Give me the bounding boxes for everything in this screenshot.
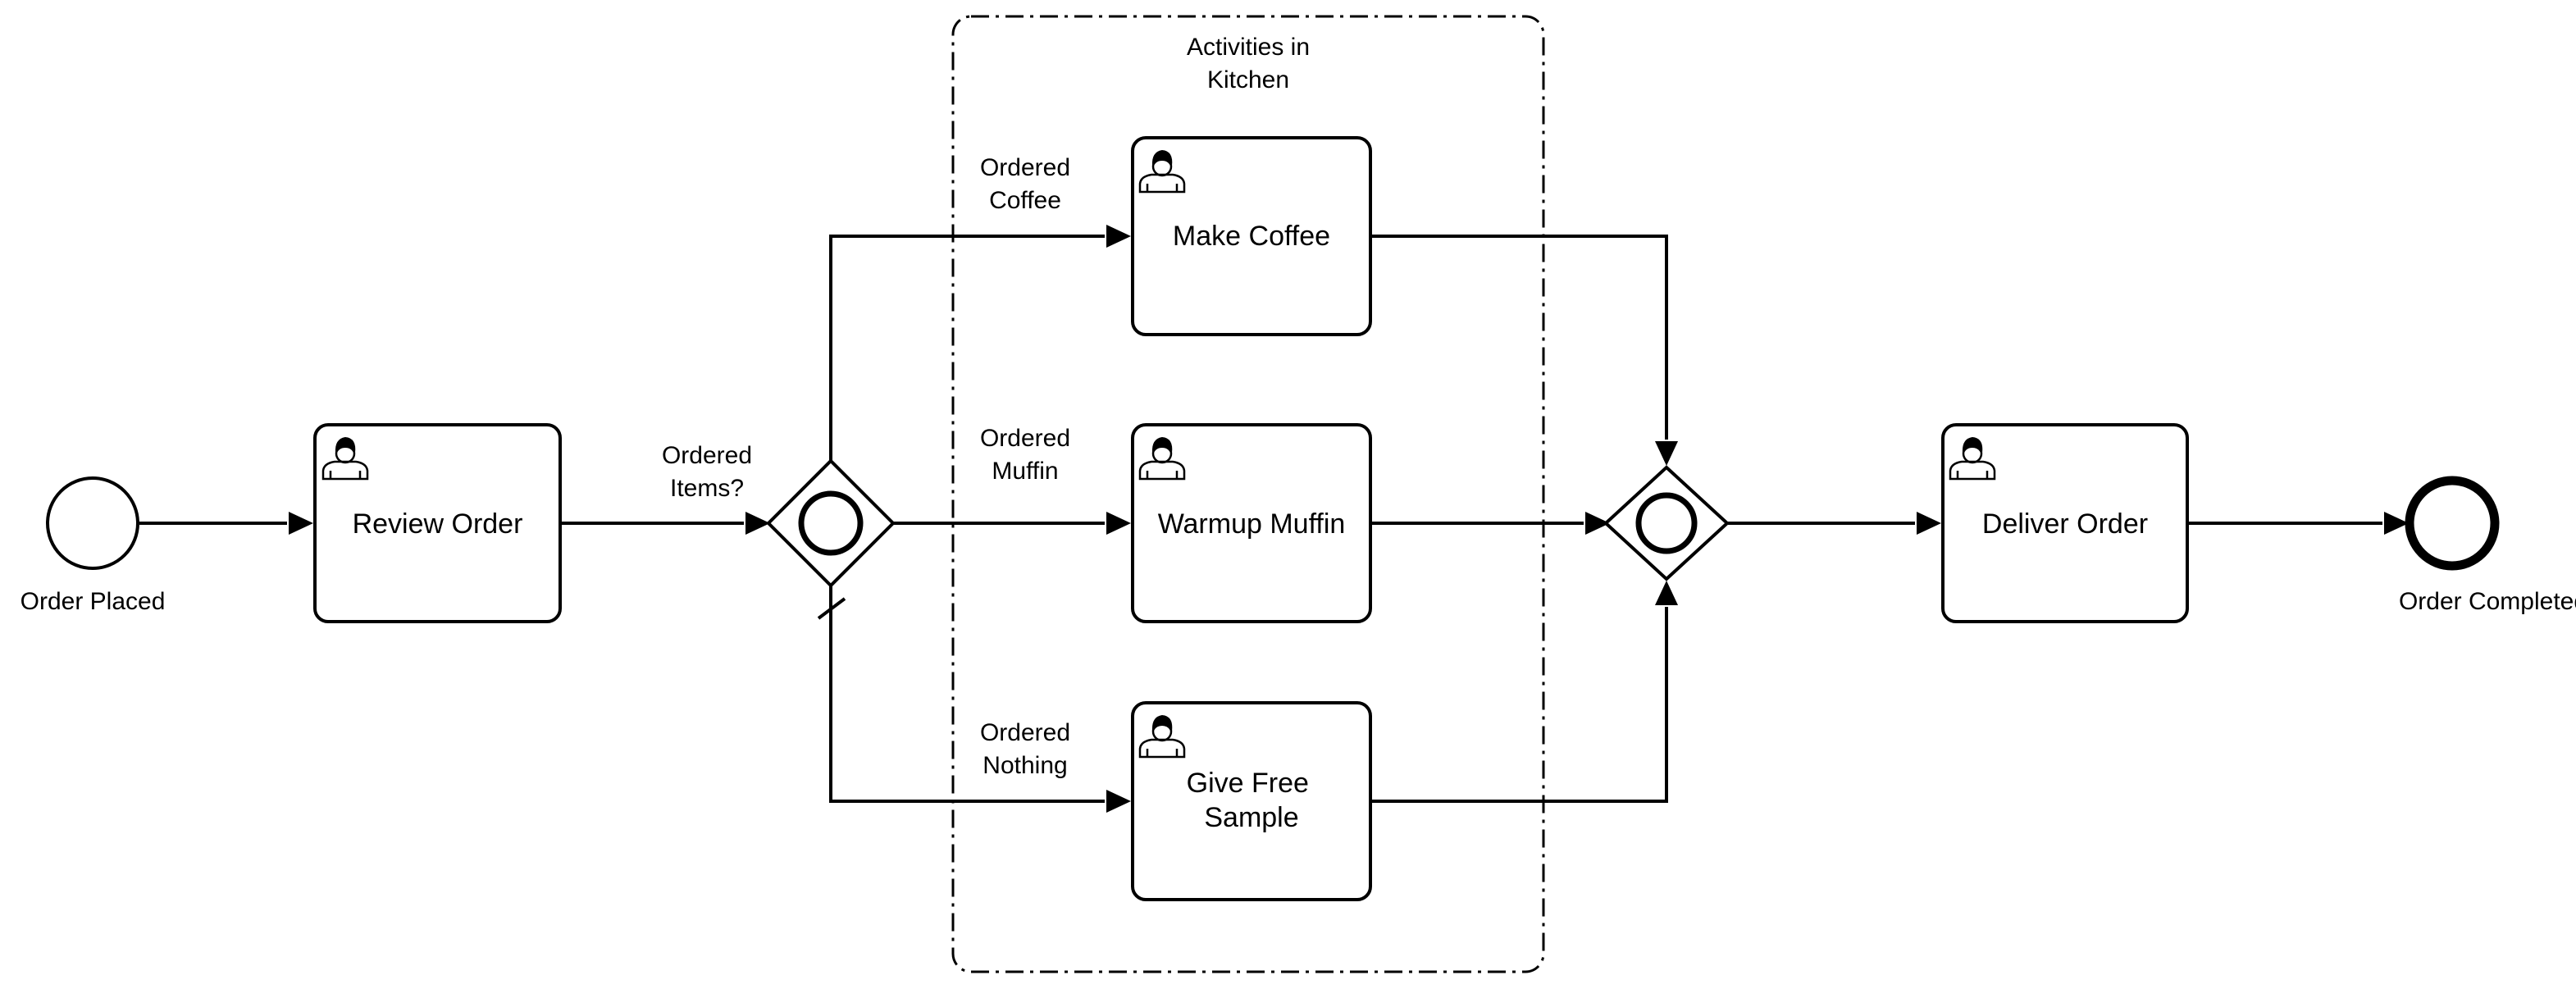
gateway-join[interactable]: [1603, 465, 1730, 581]
flow-label-nothing: Ordered Nothing: [980, 719, 1070, 779]
flow-label-nothing-line-1: Ordered: [980, 719, 1070, 746]
task-label: Deliver Order: [1982, 508, 2148, 540]
task-deliver-order[interactable]: Deliver Order: [1941, 423, 2189, 623]
flow-label-coffee-line-1: Ordered: [980, 154, 1070, 181]
start-event-order-placed[interactable]: Order Placed: [21, 476, 166, 615]
group-activities-in-kitchen: Activities in Kitchen: [951, 15, 1545, 973]
task-label: Review Order: [353, 508, 523, 540]
sequence-flows: [139, 235, 2382, 803]
default-flow-marker: [817, 597, 846, 620]
group-label-line-2: Kitchen: [1207, 66, 1289, 93]
arrowhead-review: [289, 512, 313, 535]
task-give-free-sample[interactable]: Give Free Sample: [1131, 701, 1372, 901]
task-label: Make Coffee: [1173, 221, 1330, 252]
arrowhead-join-bottom: [1655, 581, 1678, 605]
flow-label-coffee-line-2: Coffee: [989, 187, 1061, 214]
task-review-order[interactable]: Review Order: [313, 423, 562, 623]
start-event-label: Order Placed: [21, 588, 166, 615]
flow-sample-to-join[interactable]: [1370, 607, 1668, 803]
arrowhead-split: [745, 512, 770, 535]
arrowhead-muffin: [1106, 512, 1131, 535]
flow-label-coffee: Ordered Coffee: [980, 154, 1070, 214]
arrowhead-sample: [1106, 790, 1131, 813]
group-label-line-1: Activities in: [1187, 34, 1310, 61]
flow-label-muffin-line-1: Ordered: [980, 425, 1070, 452]
flow-coffee-to-join[interactable]: [1370, 235, 1668, 440]
flow-split-to-sample[interactable]: [829, 586, 1105, 803]
flow-split-to-coffee[interactable]: [829, 235, 1105, 461]
arrowhead-join-left: [1585, 512, 1610, 535]
task-label: Warmup Muffin: [1158, 508, 1346, 540]
end-event-order-completed[interactable]: Order Completed: [2399, 476, 2576, 615]
flow-label-muffin: Ordered Muffin: [980, 425, 1070, 485]
task-warmup-muffin[interactable]: Warmup Muffin: [1131, 423, 1372, 623]
arrowhead-end: [2384, 512, 2409, 535]
end-event-label: Order Completed: [2399, 588, 2576, 615]
task-label: Give Free Sample: [1187, 768, 1317, 833]
task-make-coffee[interactable]: Make Coffee: [1131, 136, 1372, 336]
gateway-ordered-items[interactable]: Ordered Items?: [662, 442, 896, 588]
arrowhead-join-top: [1655, 441, 1678, 466]
arrowhead-coffee: [1106, 225, 1131, 248]
arrowhead-deliver: [1917, 512, 1941, 535]
flow-label-nothing-line-2: Nothing: [983, 752, 1067, 779]
gateway-label-line-2: Items?: [670, 475, 744, 502]
arrowheads: [289, 225, 2409, 813]
gateway-label-line-1: Ordered: [662, 442, 752, 469]
flow-label-muffin-line-2: Muffin: [992, 458, 1058, 485]
